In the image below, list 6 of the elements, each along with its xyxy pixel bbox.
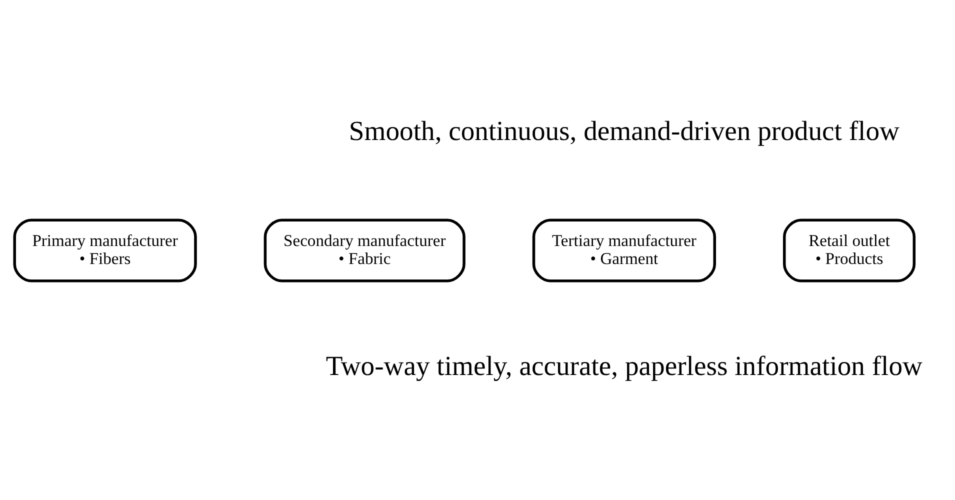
node-box: Tertiary manufacturer • Garment [532, 218, 716, 282]
label: Smooth, continuous, demand-driven product flow [348, 114, 900, 146]
label: Two-way timely, accurate, paperless information flow [326, 349, 922, 380]
node-box: Secondary manufacturer • Fabric [264, 218, 466, 282]
node-box: Retail outlet • Products [783, 218, 916, 282]
node-box: Primary manufacturer • Fibers [13, 218, 197, 282]
